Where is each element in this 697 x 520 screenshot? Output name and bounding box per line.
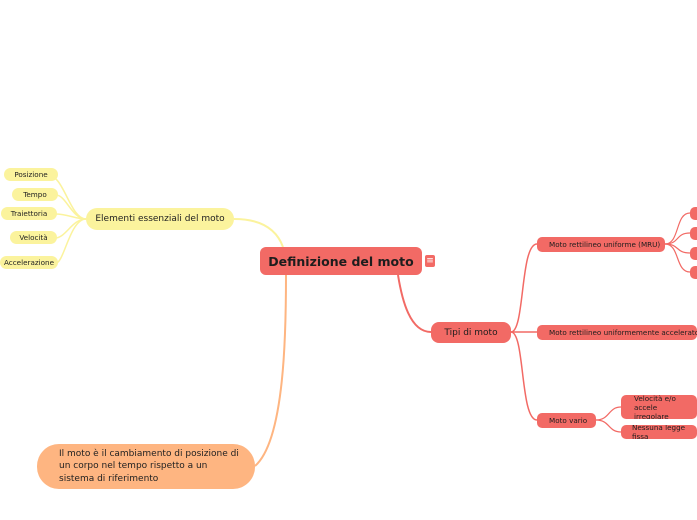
- mru-child-node: [690, 266, 697, 279]
- leaf-label: Nessuna legge fissa: [632, 425, 686, 439]
- subtopic-traiettoria[interactable]: Traiettoria: [1, 207, 57, 220]
- subtopic-label: Tempo: [23, 190, 47, 199]
- topic-label: Elementi essenziali del moto: [95, 214, 225, 224]
- leaf-velocita-irregolare[interactable]: Velocità e/o accele irregolare: [621, 395, 697, 419]
- subtopic-velocita[interactable]: Velocità: [10, 231, 57, 244]
- subtopic-label: Moto vario: [549, 416, 588, 425]
- topic-tipi-di-moto[interactable]: Tipi di moto: [431, 322, 511, 343]
- mru-child-node: [690, 247, 697, 260]
- mru-child-node: [690, 207, 697, 220]
- subtopic-posizione[interactable]: Posizione: [4, 168, 58, 181]
- topic-label: Il moto è il cambiamento di posizione di…: [59, 448, 239, 484]
- subtopic-mrua[interactable]: Moto rettilineo uniformemente accelerato…: [537, 325, 697, 340]
- topic-elementi-essenziali[interactable]: Elementi essenziali del moto: [86, 208, 234, 230]
- subtopic-label: Posizione: [14, 170, 48, 179]
- subtopic-moto-vario[interactable]: Moto vario: [537, 413, 596, 428]
- subtopic-mru[interactable]: Moto rettilineo uniforme (MRU): [537, 237, 665, 252]
- leaf-label: Velocità e/o accele irregolare: [634, 395, 676, 419]
- subtopic-tempo[interactable]: Tempo: [12, 188, 58, 201]
- subtopic-label: Moto rettilineo uniformemente accelerato…: [549, 328, 697, 337]
- leaf-nessuna-legge[interactable]: Nessuna legge fissa: [621, 425, 697, 439]
- subtopic-label: Traiettoria: [10, 209, 48, 218]
- mru-child-node: [690, 227, 697, 240]
- subtopic-label: Moto rettilineo uniforme (MRU): [549, 240, 661, 249]
- topic-definizione-text[interactable]: Il moto è il cambiamento di posizione di…: [37, 444, 255, 489]
- subtopic-label: Velocità: [19, 233, 48, 242]
- subtopic-label: Accelerazione: [3, 258, 55, 267]
- menu-icon[interactable]: ≡: [425, 255, 435, 267]
- root-node-label: Definizione del moto: [268, 253, 414, 269]
- subtopic-accelerazione[interactable]: Accelerazione: [0, 256, 58, 269]
- root-node[interactable]: Definizione del moto: [260, 247, 422, 275]
- topic-label: Tipi di moto: [444, 327, 498, 338]
